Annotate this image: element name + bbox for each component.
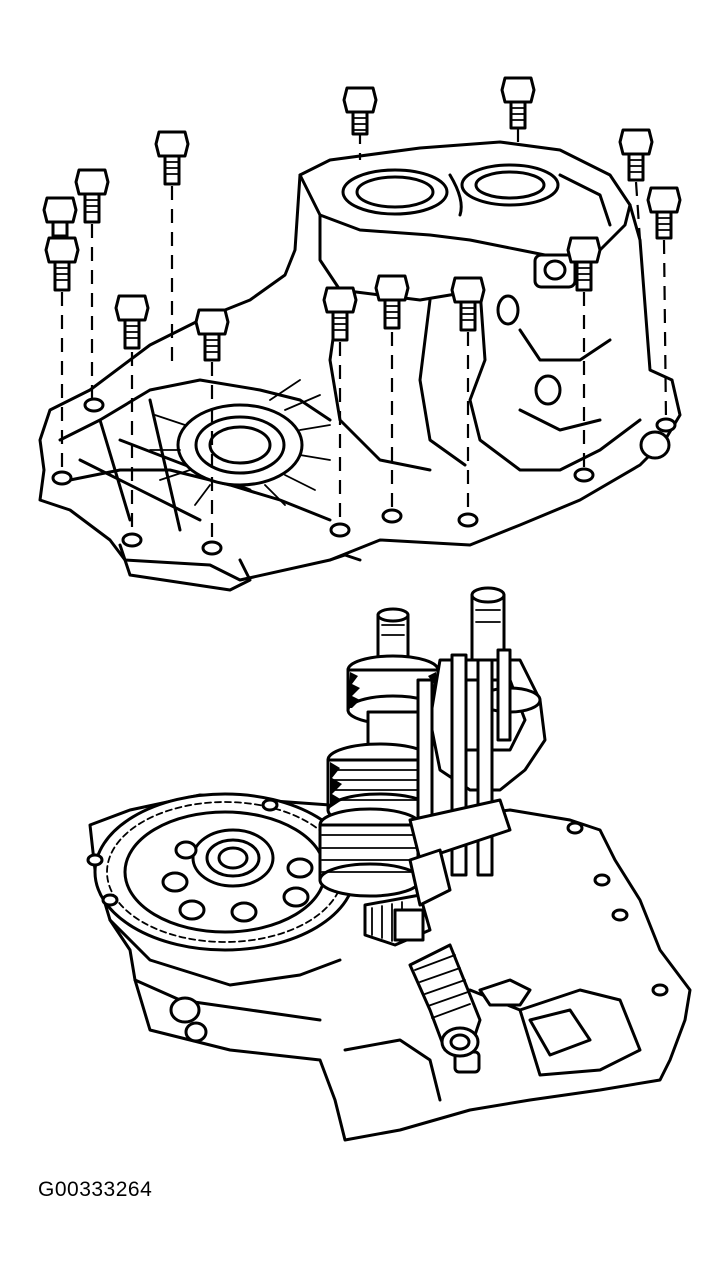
bolt <box>374 274 410 510</box>
bolt <box>42 196 78 238</box>
bolt <box>646 186 682 421</box>
bolt <box>44 236 80 472</box>
housing-bolts <box>42 76 682 542</box>
bolt <box>114 294 150 535</box>
bolt <box>566 236 602 470</box>
bolt <box>500 76 536 150</box>
figure-code-label: G00333264 <box>38 1178 153 1201</box>
bolt <box>194 308 230 542</box>
bolt <box>618 128 654 241</box>
bolt <box>322 286 358 525</box>
bolt <box>74 168 110 400</box>
bolt <box>450 276 486 515</box>
transmission-case-housing <box>38 140 682 592</box>
transmission-lower-case <box>86 792 692 1142</box>
bolt <box>342 86 378 160</box>
gear-shaft-assembly <box>318 586 547 907</box>
bolt <box>154 130 190 365</box>
